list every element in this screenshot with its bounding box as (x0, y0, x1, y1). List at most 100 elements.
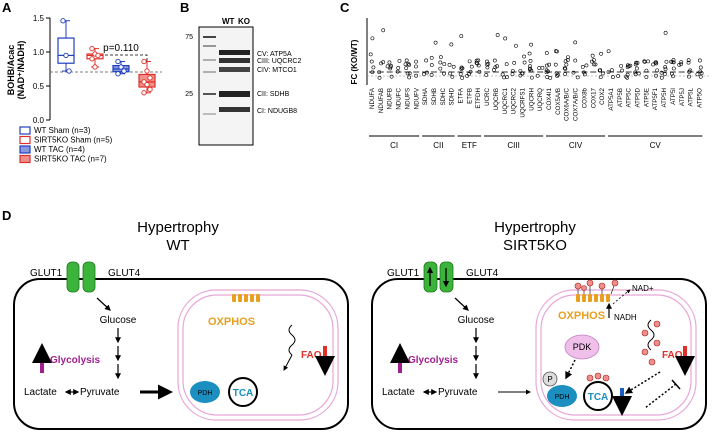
band-label-sdhb: CII: SDHB (257, 91, 290, 98)
fc-data-point (633, 72, 638, 77)
wt-lactate-label: Lactate (24, 387, 57, 398)
protein-label: UQCRC2 (511, 87, 518, 114)
fc-data-point (593, 62, 598, 67)
panel-a-ticks: 1.51.00.50.0 (33, 14, 50, 125)
fc-data-point (451, 64, 456, 69)
fc-data-point (698, 65, 703, 70)
protein-label: COX4I1 (546, 87, 553, 110)
fc-data-point (698, 69, 703, 74)
blot-header-wt: WT (222, 17, 235, 26)
fc-data-point (368, 52, 373, 57)
fc-data-point (459, 67, 464, 71)
fc-data-point (379, 61, 384, 66)
fc-data-point (686, 60, 691, 65)
fc-data-point (510, 72, 515, 77)
protein-label: ETFA (458, 87, 465, 103)
fc-data-point (484, 73, 489, 77)
panel-label-c: C (340, 0, 350, 15)
protein-label: ATP5A1 (608, 87, 615, 110)
fc-data-point (616, 74, 621, 78)
fc-data-point (522, 54, 526, 59)
wt-oxphos-complexes (232, 294, 260, 302)
legend-swatch (19, 145, 31, 154)
fc-data-point (679, 60, 684, 65)
fc-data-point (429, 73, 434, 77)
panel-a-boxes (57, 18, 156, 96)
fc-data-point (425, 70, 429, 75)
box-data-point (147, 86, 153, 93)
protein-label: ATP5O (696, 88, 703, 108)
protein-label: ATP5E (643, 88, 650, 107)
fc-data-point (573, 40, 578, 45)
fc-data-point (369, 59, 374, 64)
fc-data-point (512, 60, 517, 65)
protein-label: COX7A/B/C (573, 87, 580, 121)
fc-data-point (664, 59, 669, 64)
fc-data-point (544, 63, 549, 68)
fc-data-point (414, 64, 418, 69)
fc-data-point (529, 42, 533, 47)
fc-data-point (450, 74, 455, 79)
ko-oxphos-label: OXPHOS (558, 310, 605, 322)
ko-tca-label: TCA (588, 392, 609, 403)
fc-data-point (459, 65, 464, 70)
fc-data-point (469, 64, 474, 69)
protein-label: ATP5C (626, 87, 633, 107)
ko-pdh-label: PDH (555, 394, 570, 401)
fc-data-point (563, 72, 568, 76)
fc-data-point (663, 30, 668, 35)
fc-data-point (422, 72, 426, 77)
fc-data-point (584, 63, 589, 68)
protein-label: ATP5J (679, 88, 686, 106)
protein-label: ATP5F1 (652, 87, 659, 110)
fc-data-point (370, 36, 375, 41)
group-label: CI (390, 141, 398, 150)
fc-data-point (563, 67, 568, 71)
fc-data-point (438, 66, 443, 71)
fc-data-point (634, 66, 639, 71)
fc-data-point (563, 59, 568, 64)
box-data-point (121, 68, 127, 74)
ko-nad-label: NAD+ (632, 284, 654, 293)
fc-data-point (548, 76, 553, 80)
fc-data-point (406, 61, 411, 66)
fc-data-point (438, 60, 443, 65)
fc-data-point (655, 68, 660, 73)
fc-data-point (698, 74, 703, 79)
fc-data-point (529, 75, 534, 80)
protein-label: UQCRFS1 (519, 87, 526, 117)
fc-data-point (671, 58, 676, 62)
ko-phosphate (542, 371, 558, 387)
fc-data-point (571, 70, 576, 75)
fc-data-point (565, 58, 570, 62)
protein-label: COX17 (590, 87, 597, 108)
legend-label: WT Sham (n=3) (34, 126, 91, 135)
box-data-point (92, 64, 98, 70)
fc-data-point (553, 62, 558, 67)
fc-data-point (646, 59, 650, 64)
fc-data-point (381, 28, 386, 33)
fc-data-point (564, 62, 569, 67)
panel-d: D Hypertrophy WT GLUT1 GLUT4 Glucose Gly… (2, 208, 707, 430)
ko-fao-label: FAO (662, 350, 683, 361)
fc-data-point (476, 63, 481, 68)
legend-label: SIRT5KO TAC (n=7) (34, 155, 107, 164)
fc-data-point (514, 43, 518, 48)
ko-succinyl-fao (641, 320, 661, 366)
fc-data-point (580, 65, 585, 69)
fc-data-point (582, 72, 587, 77)
wt-tca-label: TCA (233, 388, 254, 399)
panel-a-ytick-label: 1.5 (33, 14, 45, 23)
fc-data-point (610, 75, 615, 79)
ko-pdk-kinase (564, 334, 600, 360)
wt-fao-label: FAO (301, 350, 322, 361)
fc-data-point (438, 55, 443, 60)
fc-data-point (407, 75, 412, 80)
fc-data-point (651, 62, 655, 67)
protein-label: ETFDH (475, 88, 482, 109)
group-label: ETF (462, 141, 477, 150)
wt-fatty-acid (288, 324, 296, 356)
marker-75: 75 (185, 34, 193, 41)
protein-label: UQCRB (493, 88, 500, 110)
protein-label: NDUFA (369, 87, 376, 109)
